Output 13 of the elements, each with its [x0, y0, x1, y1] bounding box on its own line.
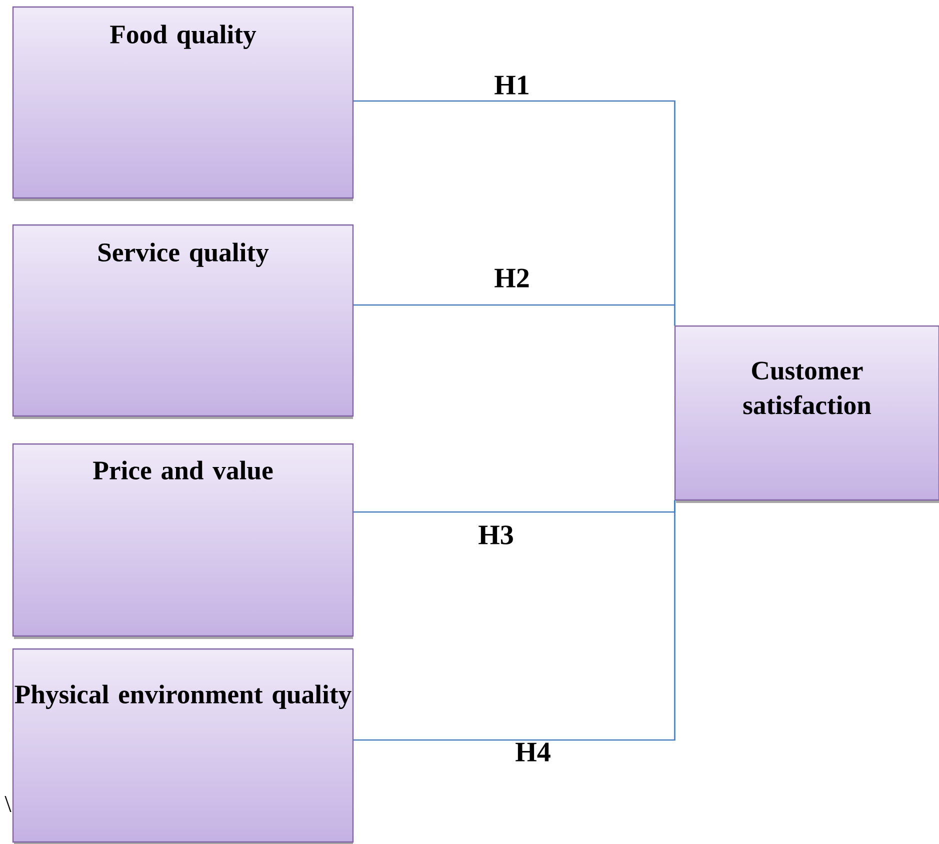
- connector-line: [353, 100, 676, 326]
- edge-label: H2: [492, 267, 532, 289]
- stray-mark: \: [4, 796, 12, 812]
- concept-box: Physical environment quality: [12, 648, 354, 844]
- concept-box: Customer satisfaction: [674, 325, 939, 503]
- edge-label: H3: [476, 524, 516, 546]
- edge-label: H1: [492, 74, 532, 96]
- concept-box: Food quality: [12, 6, 354, 201]
- concept-box: Service quality: [12, 224, 354, 419]
- connector-line: [353, 304, 675, 306]
- edge-label: H4: [514, 741, 552, 763]
- connector-line: [353, 500, 676, 741]
- concept-box: Price and value: [12, 443, 354, 639]
